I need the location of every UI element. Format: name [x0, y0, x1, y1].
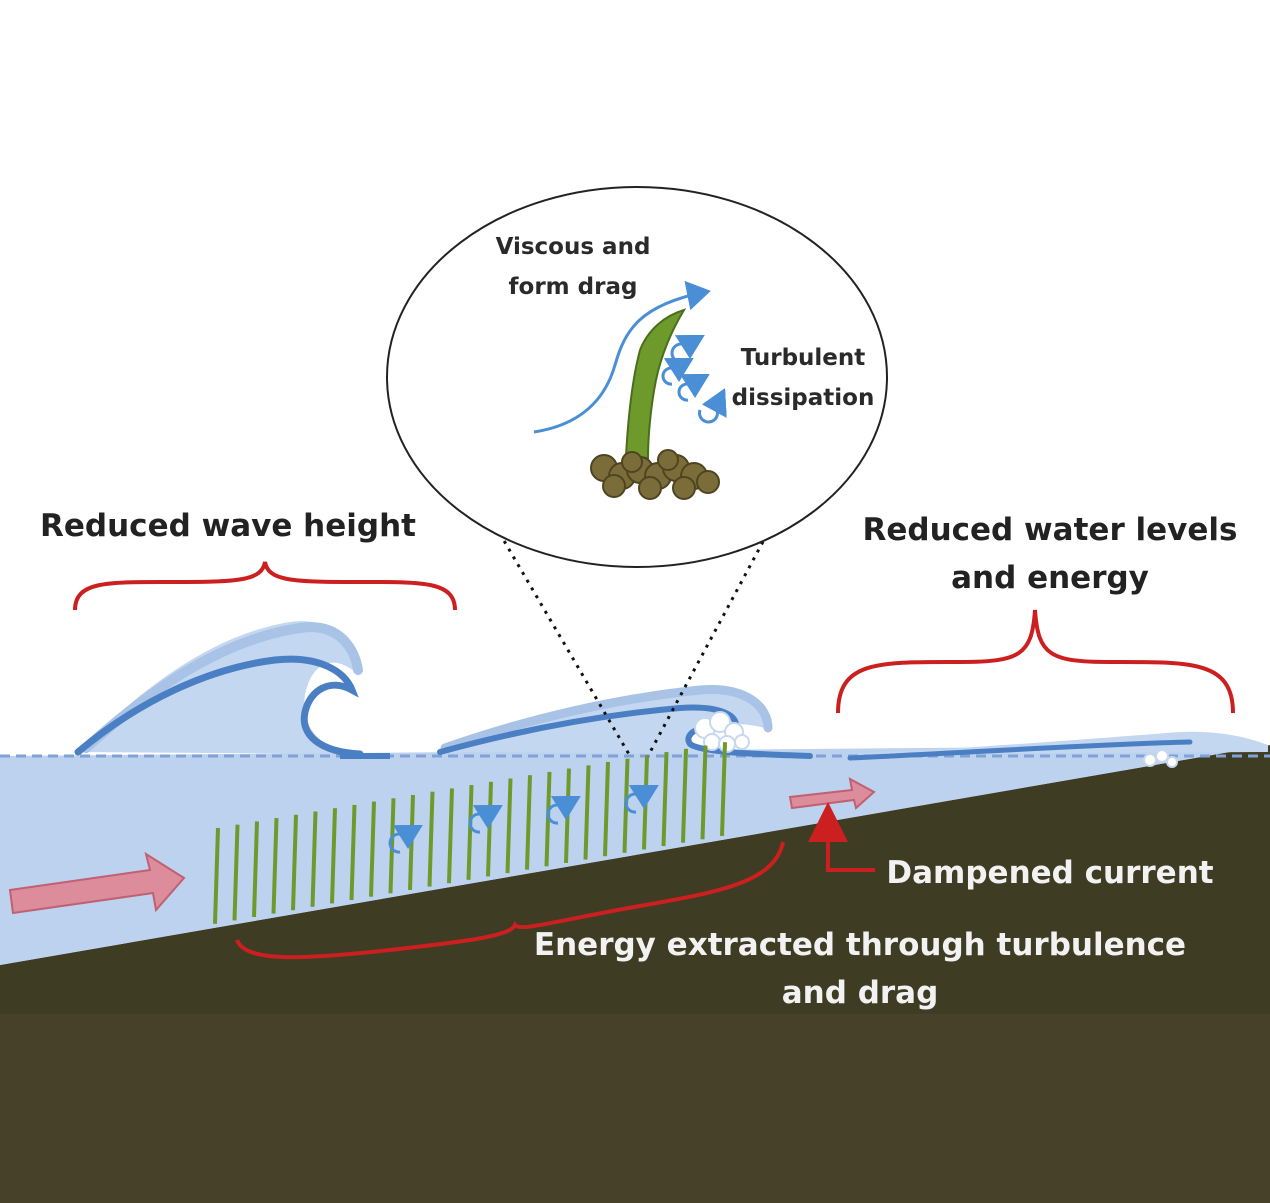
- drag-label-line2: form drag: [509, 274, 638, 300]
- eddy-icon: [624, 784, 659, 814]
- water-body: [0, 745, 1270, 965]
- seagrass-stem: [349, 804, 357, 901]
- seagrass-stem: [661, 752, 669, 847]
- seagrass-stem: [427, 791, 435, 887]
- turbulent-label-line2: dissipation: [732, 385, 875, 411]
- seagrass-stem: [583, 765, 591, 860]
- seagrass-stem: [681, 748, 688, 843]
- seagrass-stem: [232, 824, 240, 921]
- eddy-icon: [546, 795, 581, 825]
- seagrass-stem: [330, 808, 337, 904]
- dissipation-eddies-icon: [661, 334, 727, 424]
- seagrass-stem: [252, 821, 259, 918]
- turbulent-eddies: [388, 784, 659, 854]
- seagrass-stem: [700, 745, 708, 840]
- seagrass-stem: [603, 761, 610, 857]
- dampened-current-arrow: [788, 777, 876, 810]
- large-wave: [74, 621, 390, 759]
- seagrass-stem: [525, 775, 532, 870]
- seagrass-stem: [271, 818, 279, 914]
- seagrass-stem: [369, 801, 376, 897]
- zoom-line-left: [484, 509, 632, 757]
- reduced-water-levels-label-line1: Reduced water levels: [863, 512, 1238, 548]
- drag-label-line1: Viscous and: [496, 234, 651, 260]
- seagrass-stem: [291, 814, 298, 911]
- energy-extracted-label-line1: Energy extracted through turbulence: [534, 927, 1186, 963]
- breaking-wave: [437, 685, 813, 759]
- seagrass-stem: [486, 781, 493, 877]
- eddy-icon: [468, 804, 503, 834]
- seabed-slope: [0, 745, 1270, 1014]
- eddy-icon: [388, 824, 423, 854]
- reduced-water-levels-label-line2: and energy: [951, 560, 1149, 596]
- seagrass-stem: [466, 785, 474, 880]
- turbulent-label-line1: Turbulent: [741, 345, 866, 371]
- foam-small: [1143, 749, 1178, 768]
- reduced-wave-height-label: Reduced wave height: [40, 508, 416, 544]
- dampened-current-label: Dampened current: [886, 855, 1213, 891]
- sediment-icon: [590, 449, 720, 500]
- seagrass-stem: [310, 811, 318, 907]
- zoom-line-right: [646, 509, 782, 757]
- seagrass-meadow: [213, 742, 727, 924]
- brace-water-levels: [836, 609, 1235, 714]
- seagrass-stem: [447, 788, 454, 884]
- seagrass-stem: [505, 778, 513, 874]
- seagrass-stem: [720, 742, 727, 836]
- ground-band: [0, 1012, 1270, 1203]
- flow-streamline-icon: [533, 280, 711, 434]
- brace-wave-height: [73, 561, 457, 611]
- dampened-current-pointer: [808, 802, 875, 872]
- incoming-current-arrow: [8, 851, 186, 915]
- seagrass-stem: [213, 827, 220, 924]
- seagrass-blade-icon: [624, 308, 687, 460]
- zoom-inset: Viscous and form drag Turbulent dissipat…: [386, 186, 888, 568]
- small-wave: [847, 731, 1268, 768]
- energy-extracted-label-line2: and drag: [782, 975, 939, 1011]
- brace-energy-extracted: [235, 841, 785, 960]
